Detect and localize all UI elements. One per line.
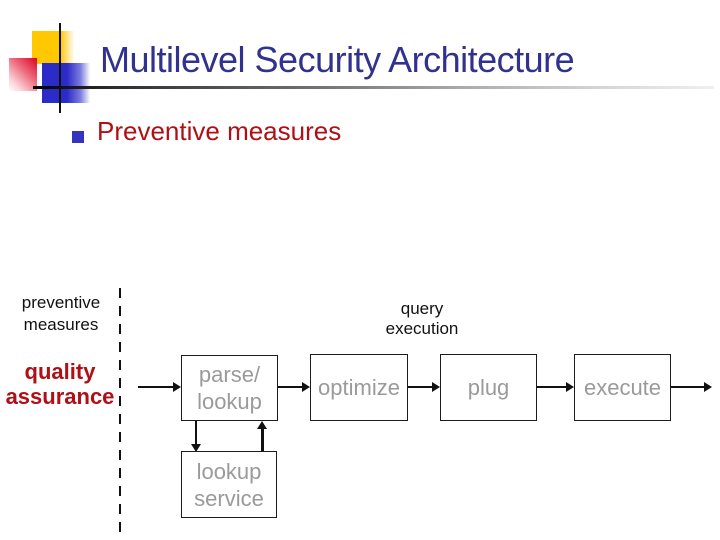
parse-lookup-box: parse/ lookup bbox=[181, 355, 278, 421]
box-label-line: lookup bbox=[196, 458, 262, 484]
label-line: assurance bbox=[5, 384, 115, 409]
quality-assurance-label: quality assurance bbox=[0, 359, 123, 409]
bullet-label: Preventive measures bbox=[97, 116, 342, 146]
logo-vertical-line bbox=[59, 23, 61, 113]
execute-box: execute bbox=[574, 354, 671, 421]
lookup-service-box: lookup service bbox=[181, 451, 277, 518]
box-label-line: service bbox=[194, 485, 264, 511]
label-line: preventive bbox=[21, 293, 101, 312]
arrowhead-right-icon bbox=[302, 382, 310, 392]
logo-blue-square bbox=[42, 63, 90, 103]
arrowhead-right-icon bbox=[566, 382, 574, 392]
arrow-parse-to-optimize bbox=[278, 382, 310, 392]
arrow-optimize-to-plug bbox=[408, 382, 440, 392]
box-label-line: optimize bbox=[318, 375, 400, 400]
lane-divider-dashed-line bbox=[119, 288, 121, 540]
label-line: quality bbox=[24, 359, 96, 384]
box-label-line: plug bbox=[467, 375, 510, 400]
arrow-plug-to-execute bbox=[537, 382, 574, 392]
arrow-parse-to-lookup-service bbox=[191, 421, 201, 452]
label-line: measures bbox=[23, 315, 99, 334]
arrowhead-right-icon bbox=[173, 382, 181, 392]
bullet-marker bbox=[72, 131, 84, 143]
box-label-line: parse/ bbox=[198, 362, 261, 387]
arrow-out-of-execute bbox=[671, 382, 712, 392]
arrowhead-up-icon bbox=[257, 421, 267, 429]
arrow-into-parse-lookup bbox=[138, 382, 181, 392]
label-line: execution bbox=[385, 319, 459, 338]
arrowhead-right-icon bbox=[432, 382, 440, 392]
logo-yellow-square bbox=[32, 31, 74, 64]
optimize-box: optimize bbox=[310, 354, 408, 421]
title-underline-rule bbox=[33, 86, 714, 89]
arrowhead-down-icon bbox=[191, 444, 201, 452]
logo-red-square bbox=[9, 58, 37, 91]
box-label-line: execute bbox=[583, 375, 662, 400]
slide-title: Multilevel Security Architecture bbox=[100, 39, 575, 80]
plug-box: plug bbox=[440, 354, 537, 421]
box-label-line: lookup bbox=[197, 389, 262, 414]
preventive-measures-label: preventive measures bbox=[11, 292, 111, 336]
arrowhead-right-icon bbox=[704, 382, 712, 392]
label-line: query bbox=[400, 299, 444, 318]
query-execution-label: query execution bbox=[370, 299, 474, 339]
arrow-lookup-service-to-parse bbox=[257, 421, 267, 451]
